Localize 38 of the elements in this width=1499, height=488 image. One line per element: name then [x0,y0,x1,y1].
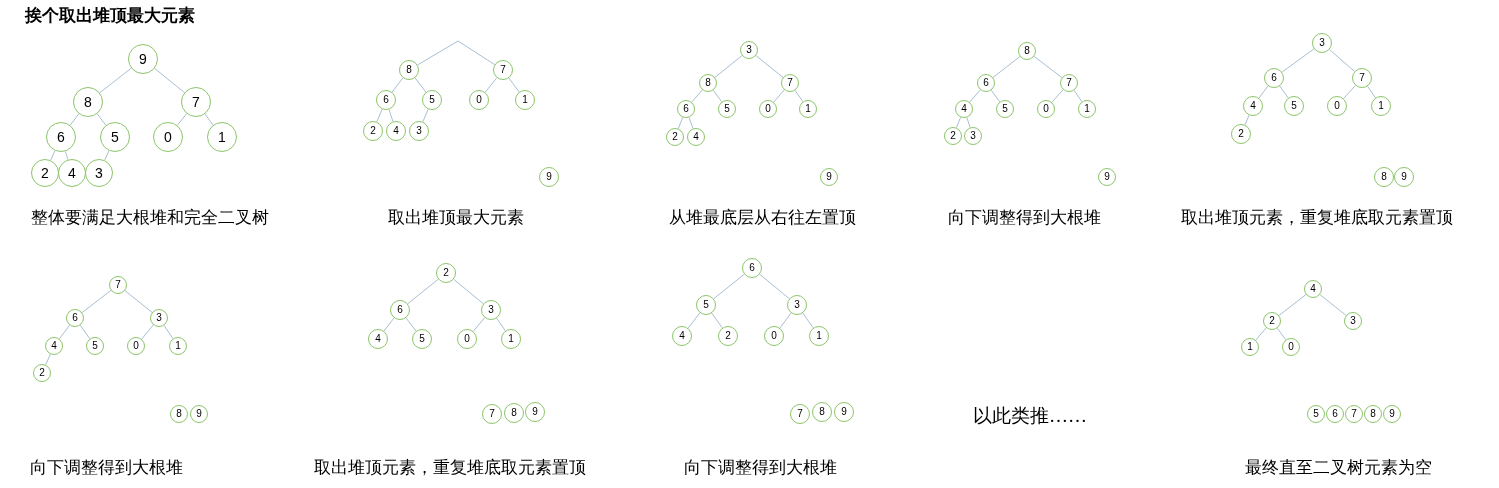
tree-edge [50,150,56,161]
tree-edge [99,67,132,94]
step-caption: 取出堆顶最大元素 [388,207,524,229]
title: 挨个取出堆顶最大元素 [25,5,195,27]
tree-edge [1329,49,1355,72]
tree-edge [45,353,51,366]
tree-edge [407,278,439,305]
tree-edge [64,150,69,161]
tree-edge [417,40,459,66]
tree-edge [955,116,962,129]
tree-edge [69,113,80,126]
tree-edge [1244,114,1250,126]
step-caption: 向下调整得到大根堆 [947,207,1101,229]
tree-edge [472,317,486,332]
step-caption: 取出堆顶元素，重复堆底取元素置顶 [1181,207,1453,229]
tree-edge [966,117,971,128]
tree-edge [96,113,107,126]
step-caption: 取出堆顶元素，重复堆底取元素置顶 [314,457,586,479]
tree-edge [759,273,790,300]
tree-edge [104,150,110,161]
tree-edge [688,117,694,129]
step-caption: 最终直至二叉树元素为空 [1244,457,1432,479]
tree-edge [176,113,188,126]
tree-edge [154,67,185,94]
tree-edge [677,116,684,130]
tree-edge [376,108,383,123]
tree-edge [422,108,429,123]
tree-edge [453,278,484,305]
tree-edge [484,77,498,93]
tree-edge [1343,84,1356,100]
step-caption: 整体要满足大根堆和完全二叉树 [31,207,269,229]
tree-edge [204,113,214,126]
step-caption: 向下调整得到大根堆 [29,457,183,479]
step-caption: 从堆最底层从右往左置顶 [668,207,856,229]
step-caption: 向下调整得到大根堆 [683,457,837,479]
step-caption: 以此类推…… [973,404,1087,428]
tree-edge [388,109,394,122]
tree-edge [713,273,745,300]
